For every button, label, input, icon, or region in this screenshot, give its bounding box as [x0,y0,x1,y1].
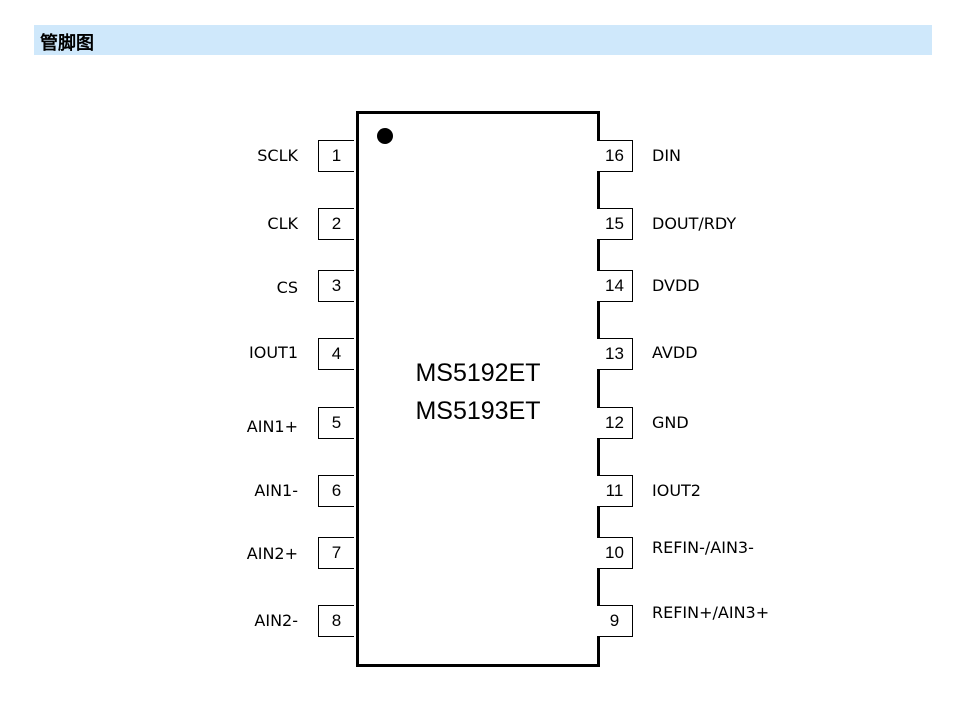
pin-label-12: GND [652,413,689,432]
pin-number-9: 9 [597,605,633,637]
pin-label-11: IOUT2 [652,481,701,500]
pin-label-1: SCLK [257,146,298,165]
pin-label-4: IOUT1 [249,343,298,362]
pin-label-16: DIN [652,146,682,165]
pin-number-6: 6 [318,475,354,507]
pin-label-2: CLK [267,214,298,233]
pin-number-5: 5 [318,407,354,439]
pin-number-15: 15 [597,208,633,240]
pin-label-7: AIN2+ [246,544,298,563]
pin-number-4: 4 [318,338,354,370]
pin-label-6: AIN1- [254,481,298,500]
pin-number-2: 2 [318,208,354,240]
pin-number-10: 10 [597,537,633,569]
pin-number-13: 13 [597,338,633,370]
pin-number-3: 3 [318,270,354,302]
pin-label-8: AIN2- [254,611,298,630]
part-number-1: MS5192ET [415,359,541,387]
pin-label-3: CS [276,278,298,297]
pin-number-1: 1 [318,140,354,172]
pin-label-5: AIN1+ [246,417,298,436]
pin-label-10: REFIN-/AIN3- [652,538,754,557]
chip-body: MS5192ET MS5193ET [356,111,600,667]
pin-label-13: AVDD [652,343,698,362]
section-title: 管脚图 [40,33,94,54]
pin-number-12: 12 [597,407,633,439]
pin-number-11: 11 [597,475,633,507]
part-number-2: MS5193ET [415,397,541,425]
pin-number-14: 14 [597,270,633,302]
section-header: 管脚图 [34,25,932,55]
pin-number-8: 8 [318,605,354,637]
pin-label-15: DOUT/RDY [652,214,737,233]
pin-number-16: 16 [597,140,633,172]
pin-number-7: 7 [318,537,354,569]
pin-label-14: DVDD [652,276,700,295]
pin-label-9: REFIN+/AIN3+ [652,603,770,622]
pin1-indicator-dot [377,128,393,144]
